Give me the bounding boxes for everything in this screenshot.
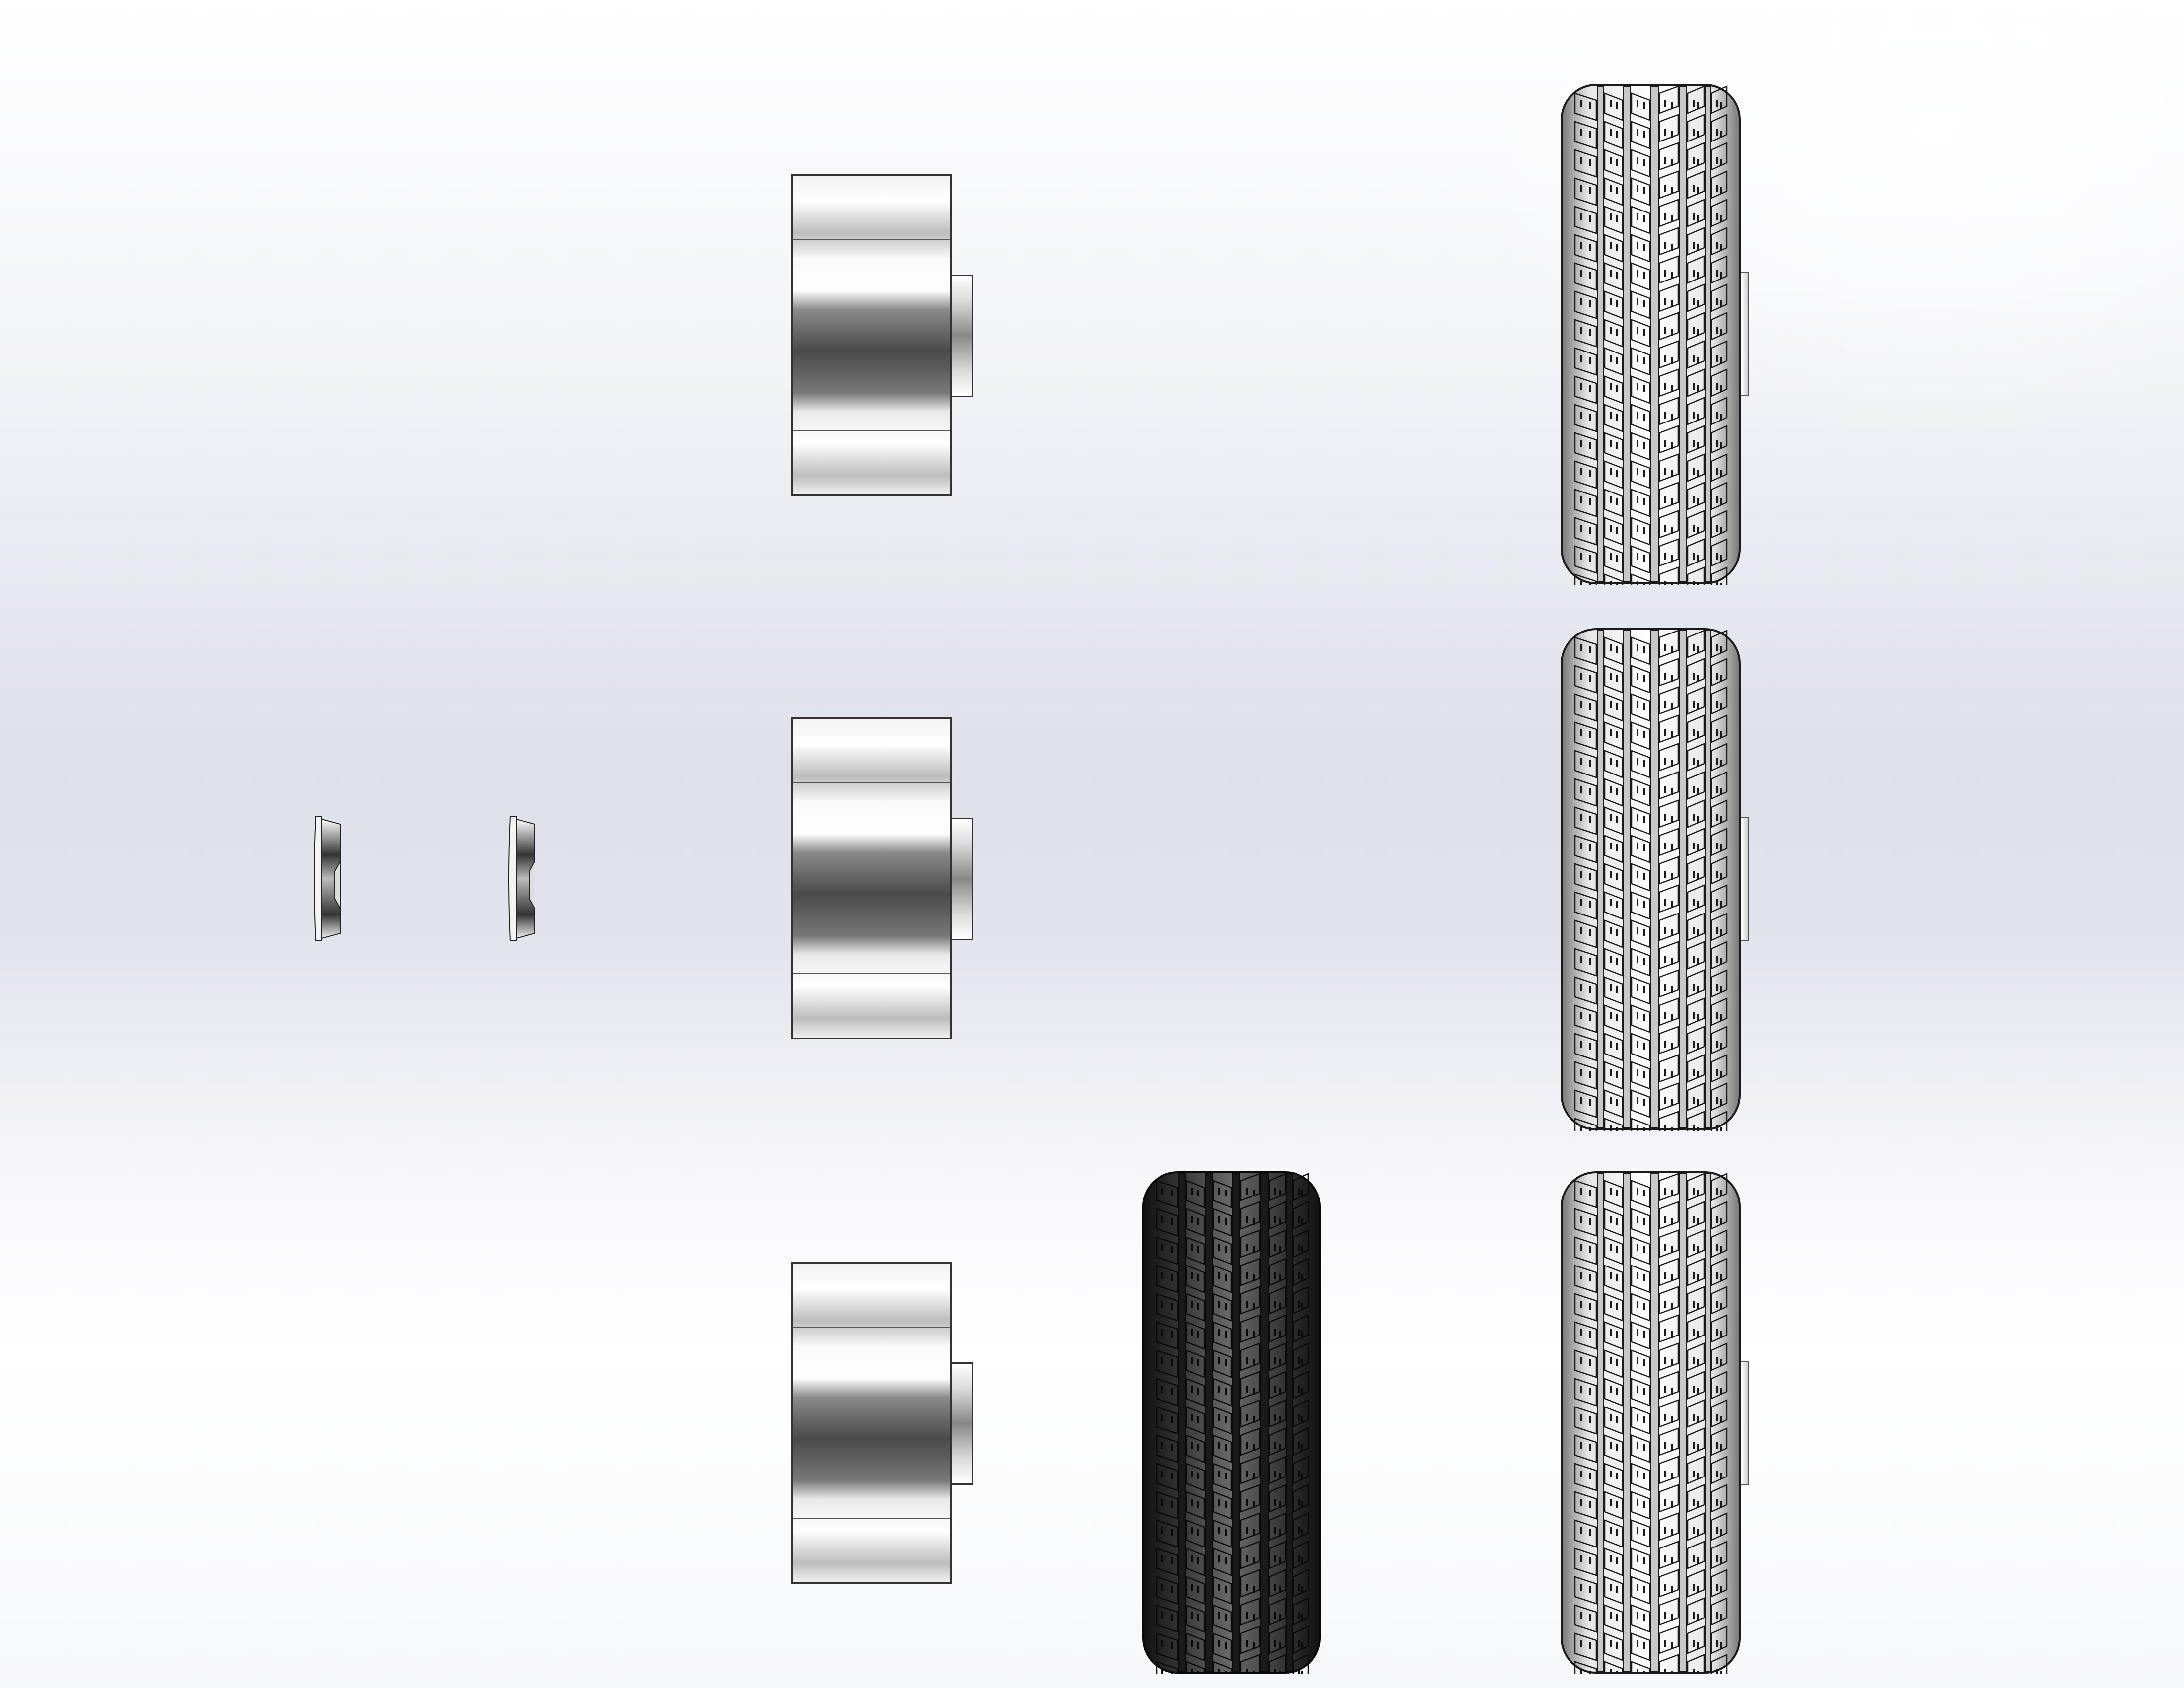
rim-hub-row-2 xyxy=(950,818,973,940)
rim-hub-row-1 xyxy=(950,275,973,397)
tire-light-row-2[interactable] xyxy=(1560,628,1741,1131)
tire-light-row-3[interactable] xyxy=(1560,1171,1741,1674)
rim-row-2[interactable] xyxy=(791,717,952,1039)
hub-cap-left[interactable] xyxy=(313,814,343,943)
rim-hub-row-3 xyxy=(950,1362,973,1485)
rim-row-3[interactable] xyxy=(791,1262,952,1584)
tire-light-row-1[interactable] xyxy=(1560,83,1741,585)
rim-row-1[interactable] xyxy=(791,174,952,496)
hub-cap-right[interactable] xyxy=(507,814,538,943)
tire-dark-row-3[interactable] xyxy=(1142,1171,1321,1674)
